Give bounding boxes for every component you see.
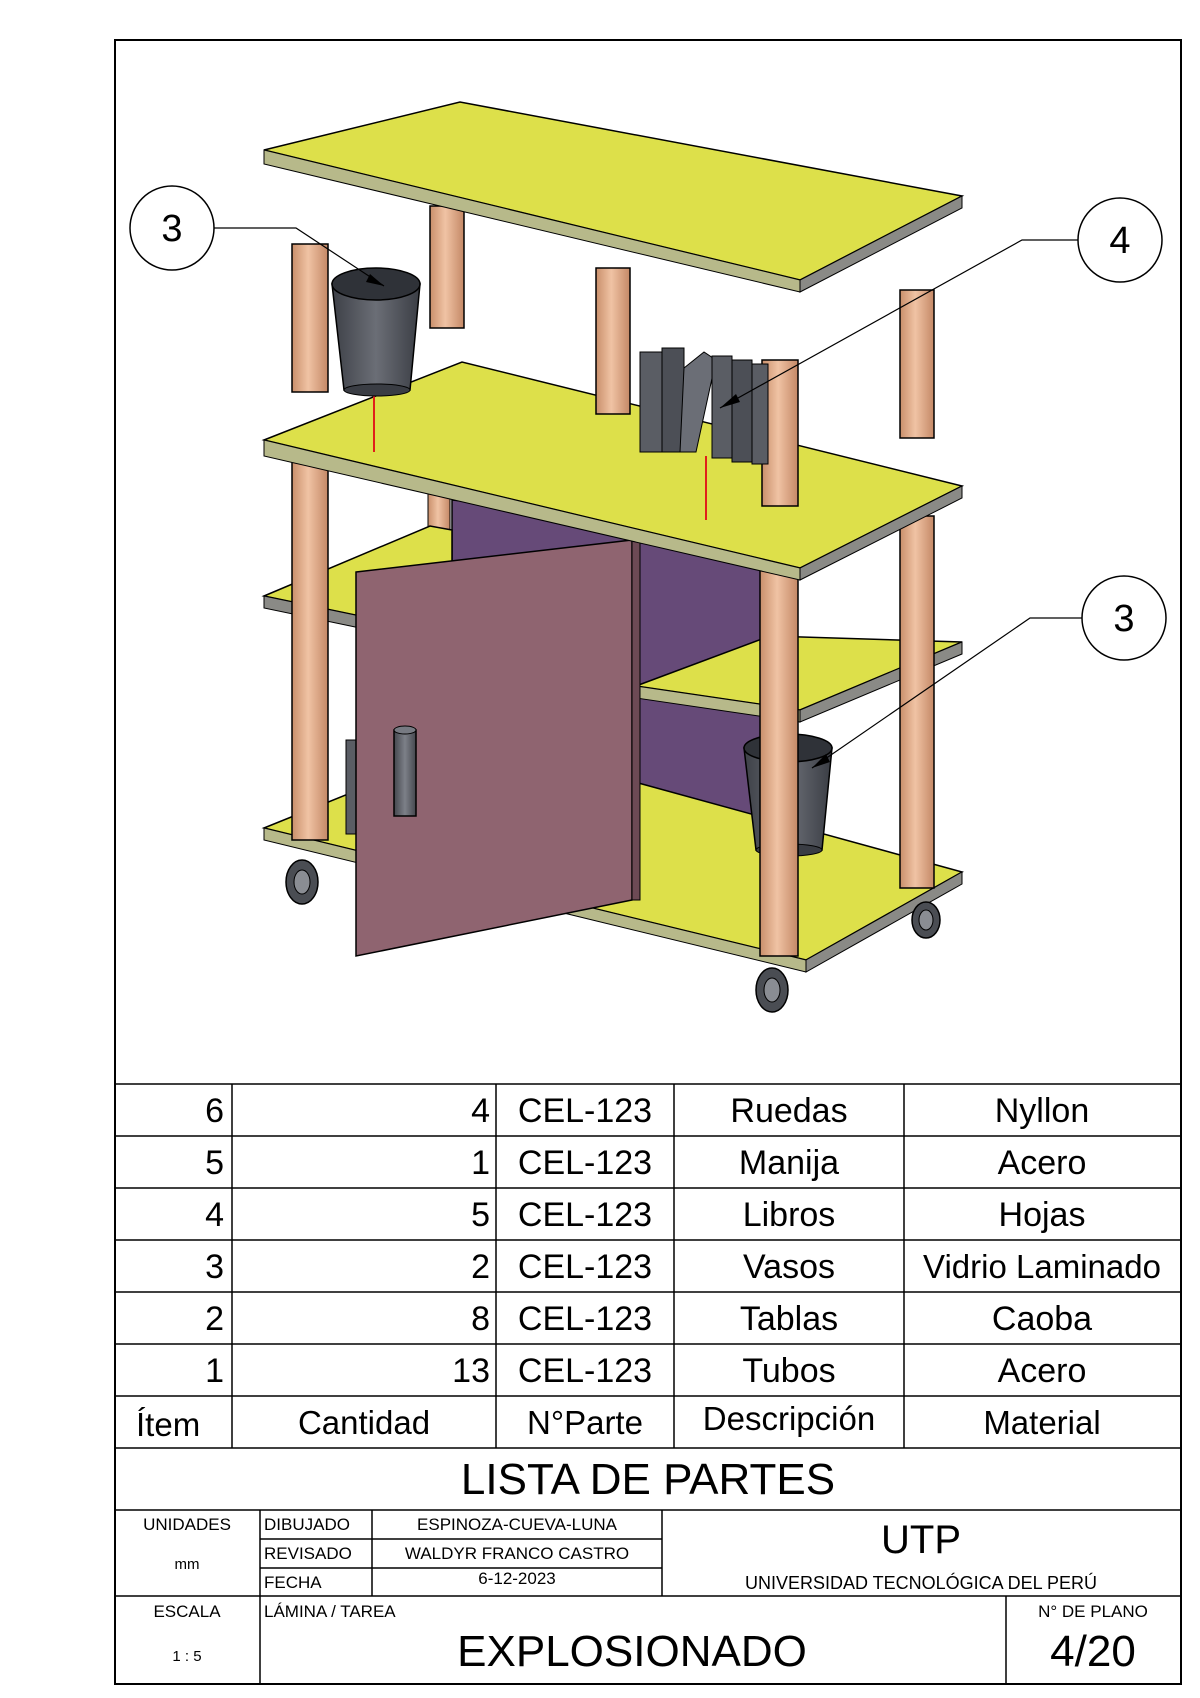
revisado-label: REVISADO [264,1544,352,1563]
tube-upper-back-left [429,205,465,329]
glass-upper [331,267,421,397]
row-item: 1 [205,1352,224,1390]
cabinet-door [355,539,641,957]
balloon-4: 4 [1109,220,1131,262]
row-descripcion: Ruedas [730,1092,848,1130]
row-item: 4 [205,1196,224,1234]
dibujado-label: DIBUJADO [264,1515,350,1534]
leader-arrow-3-lower [812,754,830,768]
fecha-label: FECHA [264,1573,322,1592]
revisado-value: WALDYR FRANCO CASTRO [404,1544,630,1563]
escala-label: ESCALA [153,1602,221,1621]
row-material: Vidrio Laminado [923,1248,1161,1285]
org-full: UNIVERSIDAD TECNOLÓGICA DEL PERÚ [744,1573,1098,1593]
row-cantidad: 5 [471,1196,490,1234]
plano-value: 4/20 [1050,1627,1136,1676]
row-parte: CEL-123 [517,1092,653,1130]
leader-balloon-3-top [214,227,385,287]
row-material: Acero [997,1144,1087,1182]
header-descripcion: Descripción [702,1400,876,1437]
row-parte: CEL-123 [517,1144,653,1182]
tube-front-right [759,559,799,957]
header-cantidad: Cantidad [297,1404,431,1441]
row-cantidad: 1 [471,1144,490,1182]
top-board [263,101,965,293]
fecha-value: 6-12-2023 [478,1569,556,1588]
header-material: Material [983,1404,1101,1441]
header-parte: N°Parte [527,1404,643,1441]
balloon-3-lower: 3 [1113,598,1135,640]
row-material: Nyllon [994,1092,1090,1130]
row-item: 5 [205,1144,224,1182]
unidades-label: UNIDADES [143,1515,231,1534]
row-parte: CEL-123 [517,1352,653,1390]
leader-balloon-4 [719,239,1078,409]
balloon-3-top-circle [129,185,215,271]
header-item: Ítem [136,1406,201,1443]
lamina-label: LÁMINA / TAREA [264,1602,396,1621]
wheel-front-right [755,967,789,1013]
escala-value: 1 : 5 [172,1648,202,1665]
wheel-front-left [285,859,319,905]
row-descripcion: Tablas [739,1300,839,1338]
row-item: 6 [205,1092,224,1130]
plano-label: N° DE PLANO [1038,1602,1148,1621]
balloon-4-circle [1077,197,1163,283]
unidades-value: mm [174,1556,200,1573]
leader-balloon-3-lower [811,617,1082,769]
row-parte: CEL-123 [517,1248,653,1286]
row-material: Acero [997,1352,1087,1390]
parts-list-title: LISTA DE PARTES [460,1455,836,1504]
balloon-3-lower-circle [1081,575,1167,661]
row-material: Hojas [998,1196,1086,1234]
row-descripcion: Vasos [743,1248,835,1286]
title-block-grid [115,1510,1181,1684]
leader-arrow-4 [720,394,740,408]
row-material: Caoba [991,1300,1093,1338]
row-cantidad: 13 [452,1352,490,1390]
lamina-value: EXPLOSIONADO [457,1627,807,1676]
org-short: UTP [881,1518,961,1562]
sheet-border [114,39,1182,1685]
door-handle [393,725,417,817]
dibujado-value: ESPINOZA-CUEVA-LUNA [417,1515,617,1534]
tube-upper-back-right [899,289,935,439]
tube-front-left [291,459,329,841]
row-parte: CEL-123 [517,1300,653,1338]
row-descripcion: Tubos [742,1352,836,1390]
row-cantidad: 2 [471,1248,490,1286]
tube-upper-front-left [291,243,329,393]
balloon-3-top: 3 [161,208,183,250]
wheel-back-right [911,901,941,939]
exploded-view [214,101,1082,1013]
leader-arrow-3-top [366,274,384,286]
row-descripcion: Manija [738,1144,840,1182]
row-cantidad: 4 [471,1092,490,1130]
row-item: 2 [205,1300,224,1338]
row-item: 3 [205,1248,224,1286]
tube-back-right [899,515,935,889]
tube-upper-middle [595,267,631,415]
row-parte: CEL-123 [517,1196,653,1234]
row-descripcion: Libros [742,1196,836,1234]
parts-table-grid [115,1083,1181,1511]
row-cantidad: 8 [471,1300,490,1338]
